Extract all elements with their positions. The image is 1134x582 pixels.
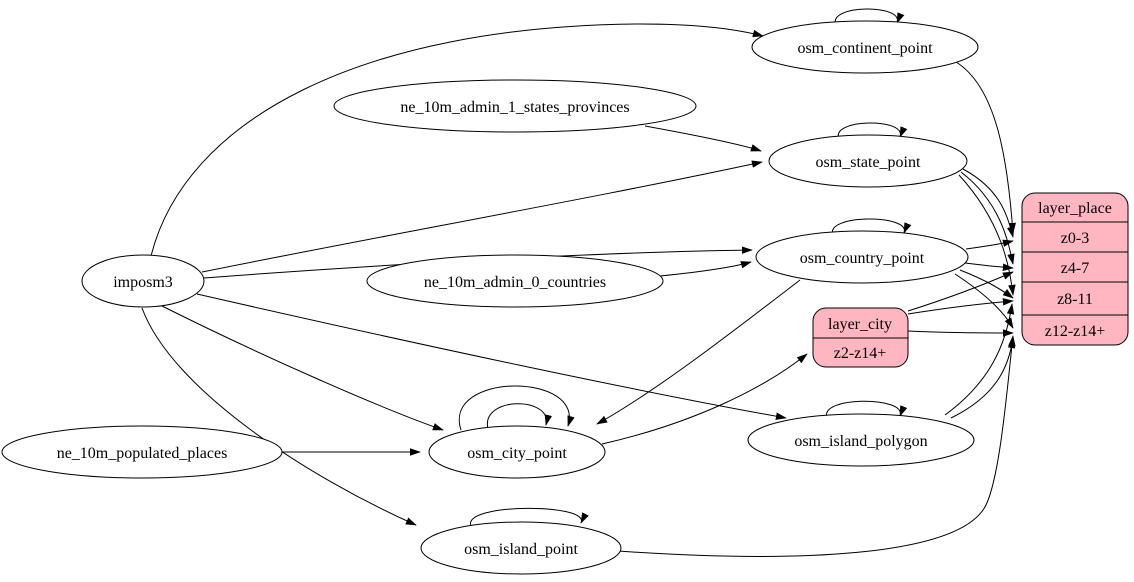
node-shape <box>1 425 283 479</box>
record-row: z8-11 <box>1057 291 1093 308</box>
node-shape <box>428 425 606 479</box>
record-title: layer_city <box>828 316 892 333</box>
edge-osm_state_point-to-layer_place-z8-11 <box>958 174 1016 296</box>
node-shape <box>81 254 205 308</box>
node-osm_city_point: osm_city_point <box>428 425 606 479</box>
node-osm_island_point: osm_island_point <box>420 521 622 575</box>
node-imposm3: imposm3 <box>81 254 205 308</box>
edge-imposm3-to-osm_continent_point <box>150 23 764 257</box>
node-ne_10m_admin_0_countries: ne_10m_admin_0_countries <box>366 254 664 308</box>
record-row: z2-z14+ <box>834 345 887 362</box>
node-label: osm_country_point <box>800 250 925 267</box>
self-loop-osm_island_point <box>470 507 589 527</box>
node-osm_island_polygon: osm_island_polygon <box>747 413 975 467</box>
edge-layer_city-to-layer_place-z4-7 <box>907 271 1014 312</box>
node-shape <box>751 20 979 74</box>
node-label: osm_island_polygon <box>794 433 927 450</box>
edge-imposm3-to-osm_state_point <box>201 160 763 273</box>
edge-ne_10m_admin_0_countries-to-osm_country_point <box>659 261 752 277</box>
node-ne_10m_populated_places: ne_10m_populated_places <box>1 425 283 479</box>
record-shape <box>1021 192 1129 346</box>
edge-imposm3-to-osm_island_point <box>141 307 417 526</box>
node-label: osm_island_point <box>464 541 578 558</box>
node-label: imposm3 <box>113 274 173 291</box>
record-row: z4-7 <box>1061 260 1089 277</box>
node-osm_continent_point: osm_continent_point <box>751 20 979 74</box>
edge-osm_island_polygon-to-layer_place-z8-11 <box>944 303 1015 416</box>
edge-osm_country_point-to-layer_place-z12-z14 <box>954 273 1014 329</box>
node-shape <box>768 134 968 188</box>
edge-osm_island_point-to-layer_place-z12-z14 <box>617 335 1016 557</box>
node-label: ne_10m_admin_0_countries <box>424 274 606 291</box>
self-loop-inner-osm_city_point <box>487 403 552 430</box>
edge-osm_country_point-to-layer_place-z4-7 <box>964 262 1014 271</box>
node-label: ne_10m_populated_places <box>57 445 228 462</box>
edge-osm_state_point-to-layer_place-z4-7 <box>960 171 1015 265</box>
self-loop-osm_state_point <box>837 122 908 140</box>
self-loop-osm_island_polygon <box>826 400 908 419</box>
edge-layer_city-to-layer_place-z12-z14 <box>907 329 1014 337</box>
edge-osm_country_point-to-osm_city_point <box>596 279 801 425</box>
node-label: osm_city_point <box>467 445 567 462</box>
node-label: osm_continent_point <box>797 40 933 57</box>
node-shape <box>755 230 969 284</box>
node-shape <box>420 521 622 575</box>
edge-imposm3-to-osm_city_point <box>161 305 444 431</box>
node-osm_state_point: osm_state_point <box>768 134 968 188</box>
edge-imposm3-to-osm_island_polygon <box>196 293 787 420</box>
edges <box>141 8 1016 557</box>
edge-ne_10m_admin_1_states_provinces-to-osm_state_point <box>644 125 762 152</box>
edge-osm_state_point-to-layer_place-z0-3 <box>962 168 1015 238</box>
edge-osm_city_point-to-layer_city-z2-z14 <box>601 353 808 445</box>
edge-osm_country_point-to-layer_place-z0-3 <box>965 239 1014 250</box>
node-label: osm_state_point <box>816 154 921 171</box>
node-shape <box>366 254 664 308</box>
self-loop-outer-osm_city_point <box>458 385 575 431</box>
node-ne_10m_admin_1_states_provinces: ne_10m_admin_1_states_provinces <box>333 79 697 133</box>
self-loop-osm_country_point <box>832 218 912 236</box>
node-layer_place: layer_place z0-3 z4-7 z8-11 z12-z14+ <box>1021 192 1129 346</box>
node-osm_country_point: osm_country_point <box>755 230 969 284</box>
node-layer_city: layer_city z2-z14+ <box>812 307 909 368</box>
edge-osm_continent_point-to-layer_place-z0-3 <box>955 61 1016 234</box>
node-label: ne_10m_admin_1_states_provinces <box>400 99 629 116</box>
edge-layer_city-to-layer_place-z8-11 <box>907 298 1014 315</box>
self-loop-osm_continent_point <box>834 8 905 26</box>
edge-osm_country_point-to-layer_place-z8-11 <box>959 269 1014 299</box>
record-row: z0-3 <box>1061 230 1089 247</box>
edge-osm_island_polygon-to-layer_place-z12-z14 <box>950 337 1016 419</box>
record-row: z12-z14+ <box>1045 323 1106 340</box>
node-shape <box>333 79 697 133</box>
node-shape <box>747 413 975 467</box>
record-title: layer_place <box>1038 200 1112 217</box>
